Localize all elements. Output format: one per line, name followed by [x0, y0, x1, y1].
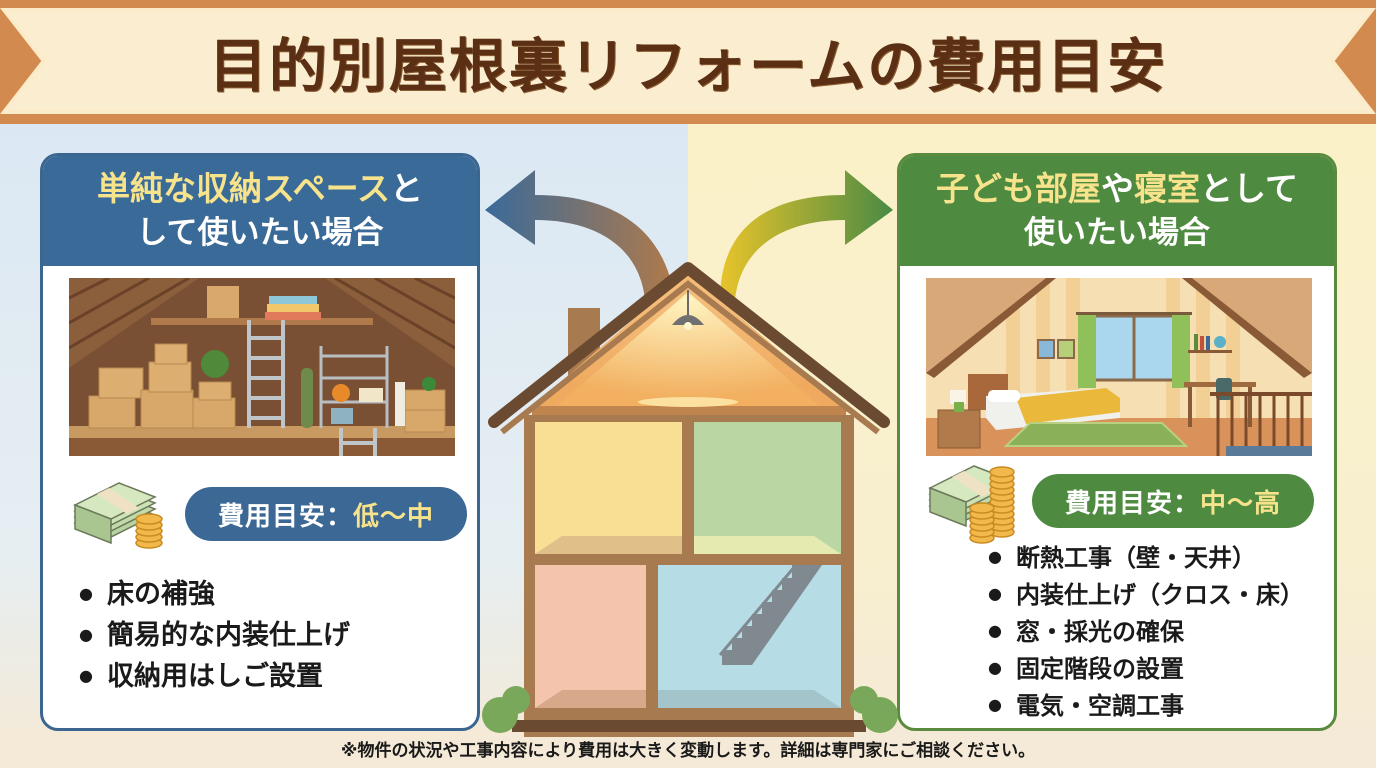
list-item: 簡易的な内装仕上げ — [79, 617, 350, 658]
work-item-list: 断熱工事（壁・天井） 内装仕上げ（クロス・床） 窓・採光の確保 固定階段の設置 … — [988, 541, 1304, 726]
disclaimer-footnote: ※物件の状況や工事内容により費用は大きく変動します。詳細は専門家にご相談ください… — [340, 741, 1036, 761]
attic-storage-illustration — [69, 278, 455, 456]
title-banner: 目的別屋根裏リフォームの費用目安 — [6, 12, 1370, 110]
cost-label: 費用目安： — [217, 501, 353, 532]
list-item: 断熱工事（壁・天井） — [988, 541, 1304, 578]
list-item: 電気・空調工事 — [988, 689, 1304, 726]
arrow-right-icon — [720, 170, 893, 300]
heading-text: や — [1100, 169, 1134, 208]
heading-line2: 使いたい場合 — [1024, 215, 1210, 251]
cost-value: 低〜中 — [353, 501, 435, 532]
cost-estimate-row: 費用目安：低〜中 — [69, 481, 469, 551]
work-item-list: 床の補強 簡易的な内装仕上げ 収納用はしご設置 — [79, 576, 350, 699]
cost-value: 中〜高 — [1200, 488, 1282, 519]
money-stack-coins-icon — [926, 458, 1026, 548]
arrow-left-icon — [485, 170, 675, 300]
page-title: 目的別屋根裏リフォームの費用目安 — [208, 32, 1168, 100]
list-item: 固定階段の設置 — [988, 652, 1304, 689]
heading-highlight: 寝室 — [1133, 169, 1200, 208]
list-item: 内装仕上げ（クロス・床） — [988, 578, 1304, 615]
cost-estimate-badge: 費用目安：低〜中 — [185, 487, 467, 541]
list-item: 床の補強 — [79, 576, 350, 617]
attic-bedroom-illustration — [926, 278, 1312, 456]
heading-text: として — [1199, 169, 1298, 208]
storage-panel: 単純な収納スペースと して使いたい場合 — [40, 153, 480, 731]
cost-label: 費用目安： — [1064, 488, 1200, 519]
heading-highlight: 単純な収納スペース — [96, 169, 391, 208]
money-stack-coins-icon — [69, 481, 169, 551]
bedroom-panel-heading: 子ども部屋や寝室として 使いたい場合 — [900, 156, 1334, 266]
house-cross-section — [480, 160, 900, 740]
list-item: 収納用はしご設置 — [79, 658, 350, 699]
bedroom-panel: 子ども部屋や寝室として 使いたい場合 — [897, 153, 1337, 731]
heading-line2: して使いたい場合 — [136, 215, 384, 251]
list-item: 窓・採光の確保 — [988, 615, 1304, 652]
cost-estimate-row: 費用目安：中〜高 — [926, 465, 1326, 544]
cost-estimate-badge: 費用目安：中〜高 — [1032, 474, 1314, 528]
storage-panel-heading: 単純な収納スペースと して使いたい場合 — [43, 156, 477, 266]
heading-text: と — [390, 169, 424, 208]
heading-highlight: 子ども部屋 — [935, 169, 1101, 208]
